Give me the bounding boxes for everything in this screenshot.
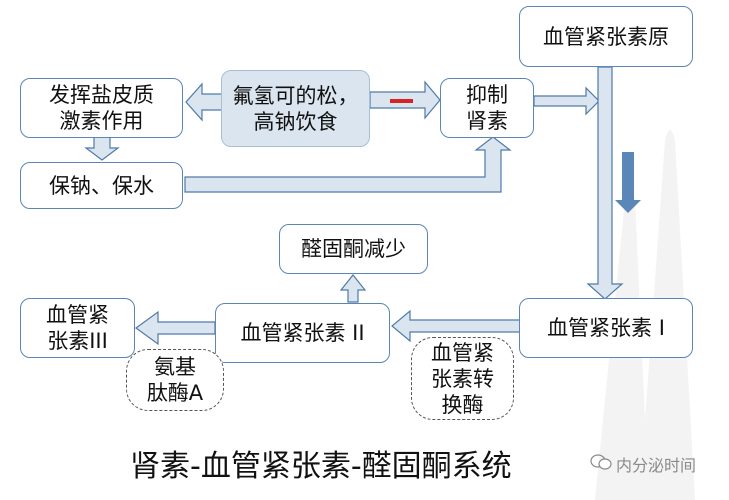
node-angiotensinogen-label: 血管紧张素原	[543, 24, 669, 49]
inhibit-sign	[390, 99, 413, 103]
node-angiotensinogen: 血管紧张素原	[519, 6, 693, 67]
node-ace: 血管紧 张素转 换酶	[411, 337, 514, 420]
arrow-fludro-to-mineralocorticoid	[185, 82, 223, 122]
node-angiotensin-1: 血管紧张素 I	[519, 298, 693, 358]
arrow-inhibit-renin-to-main	[533, 86, 600, 116]
node-ace-label: 血管紧 张素转 换酶	[431, 340, 494, 417]
node-angiotensin-2-label: 血管紧张素 II	[240, 321, 365, 345]
diagram-title: 肾素-血管紧张素-醛固酮系统	[130, 449, 512, 484]
node-aminopeptidase-label: 氨基 肽酶A	[146, 355, 204, 405]
node-angiotensin-3-label: 血管紧 张素III	[46, 303, 109, 353]
arrow-angiotensinogen-to-angiotensin-1	[586, 66, 624, 300]
node-aminopeptidase: 氨基 肽酶A	[126, 349, 224, 411]
arrow-sodium-to-inhibit-renin	[184, 136, 512, 193]
node-inhibit-renin-label: 抑制 肾素	[466, 83, 508, 133]
arrow-angiotensin-1-to-angiotensin-2	[391, 309, 521, 343]
node-fludrocortisone-label: 氟氢可的松， 高钠饮食	[232, 83, 359, 134]
arrow-angiotensin-2-to-angiotensin-3	[134, 310, 216, 346]
solid-down-arrow	[615, 152, 641, 213]
node-fludrocortisone: 氟氢可的松， 高钠饮食	[221, 70, 370, 147]
node-sodium-water: 保钠、保水	[20, 162, 183, 209]
node-sodium-water-label: 保钠、保水	[49, 173, 154, 198]
arrow-mineralocorticoid-to-sodium	[84, 136, 120, 161]
wechat-icon	[590, 453, 612, 475]
arrow-angiotensin-2-to-aldosterone	[339, 274, 367, 303]
node-aldosterone-down: 醛固酮减少	[279, 224, 428, 274]
watermark: 内分泌时间	[590, 452, 696, 476]
watermark-background-shape	[595, 130, 695, 500]
watermark-text: 内分泌时间	[616, 456, 697, 475]
node-inhibit-renin: 抑制 肾素	[440, 78, 534, 138]
node-aldosterone-down-label: 醛固酮减少	[301, 237, 406, 261]
node-angiotensin-3: 血管紧 张素III	[20, 298, 135, 358]
node-angiotensin-1-label: 血管紧张素 I	[547, 316, 665, 340]
node-mineralocorticoid-label: 发挥盐皮质 激素作用	[49, 83, 154, 133]
node-mineralocorticoid: 发挥盐皮质 激素作用	[20, 78, 183, 138]
node-angiotensin-2: 血管紧张素 II	[215, 303, 390, 363]
